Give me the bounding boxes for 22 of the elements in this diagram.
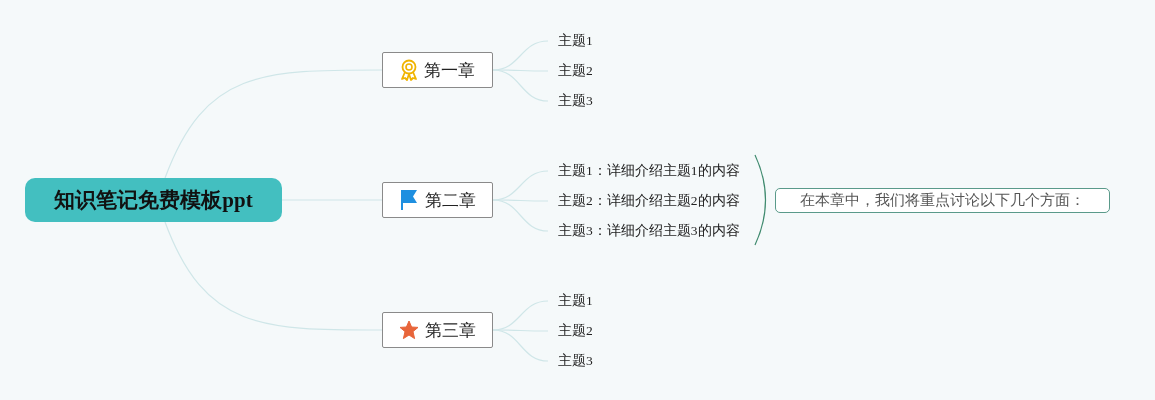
topic-text: 主题3 xyxy=(558,352,598,370)
branch-line xyxy=(492,329,549,362)
topic-text: 主题2：详细介绍主题2的内容 xyxy=(558,192,743,210)
central-topic: 知识笔记免费模板ppt xyxy=(25,178,282,222)
topic-text: 主题1 xyxy=(558,292,598,310)
chapter-title: 第二章 xyxy=(425,188,476,212)
chapter-box xyxy=(382,182,493,218)
chapter-title: 第一章 xyxy=(424,58,475,82)
branch-line xyxy=(164,221,383,331)
summary-box: 在本章中，我们将重点讨论以下几个方面： xyxy=(775,188,1110,213)
topic-text: 主题1 xyxy=(558,32,598,50)
chapter-box xyxy=(382,52,493,88)
branch-line xyxy=(492,199,549,232)
chapter-title: 第三章 xyxy=(425,318,476,342)
topic-text: 主题1：详细介绍主题1的内容 xyxy=(558,162,743,180)
topic-text: 主题2 xyxy=(558,62,598,80)
topic-text: 主题2 xyxy=(558,322,598,340)
topic-text: 主题3：详细介绍主题3的内容 xyxy=(558,222,743,240)
branch-line xyxy=(164,69,383,179)
chapter-box xyxy=(382,312,493,348)
branch-line xyxy=(492,69,549,102)
topic-text: 主题3 xyxy=(558,92,598,110)
